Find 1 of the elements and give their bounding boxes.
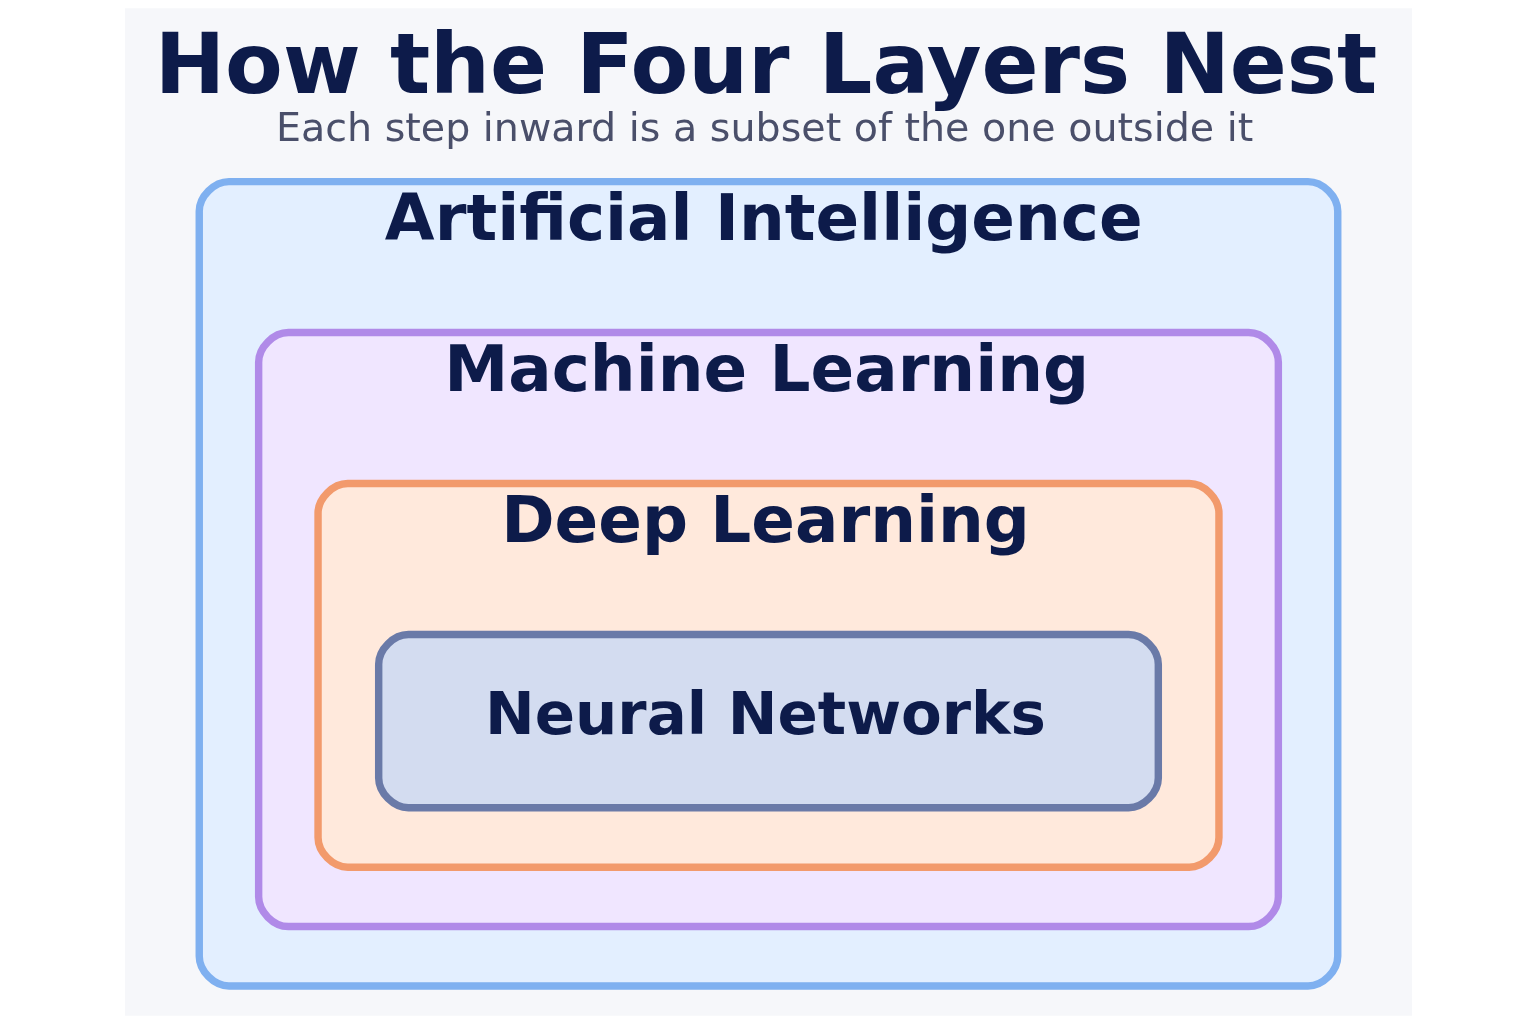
node-box: Neural Networks	[374, 630, 1162, 812]
